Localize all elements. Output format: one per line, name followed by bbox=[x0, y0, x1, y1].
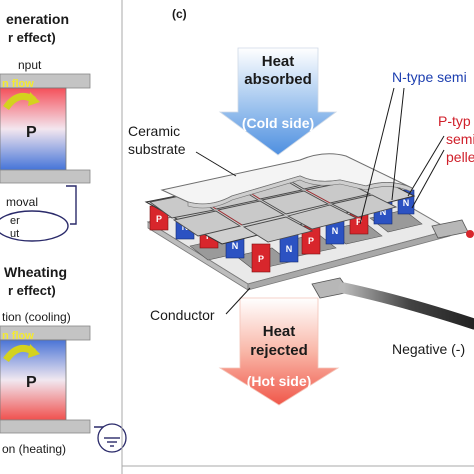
n-pellet-label: N bbox=[403, 198, 410, 208]
n-pellet-label: N bbox=[380, 207, 387, 217]
cold-side-label: (Cold side) bbox=[242, 115, 314, 131]
p-pellet bbox=[251, 243, 271, 273]
flow-label-2: n flow bbox=[2, 330, 34, 342]
heat-rejected-line2: rejected bbox=[250, 342, 308, 359]
ntype-label: N-type semi bbox=[392, 69, 467, 85]
p-pellet-label: P bbox=[258, 254, 264, 264]
flow-arrowhead-icon bbox=[28, 92, 40, 106]
p-element-label: P bbox=[26, 124, 37, 141]
n-pellet-label: N bbox=[332, 226, 339, 236]
ceramic-substrate-label-1: Ceramic bbox=[128, 123, 180, 139]
top-conductor bbox=[172, 210, 242, 237]
left-panel: eneration r effect) nput n flow P moval … bbox=[0, 11, 127, 456]
ptype-leader-2 bbox=[411, 149, 445, 209]
p-pellet-label: P bbox=[156, 214, 162, 224]
load-oval bbox=[0, 210, 69, 242]
heating-title: Wheating bbox=[4, 264, 67, 280]
flow-label: n flow bbox=[2, 78, 34, 90]
ptype-label-2: semi bbox=[446, 131, 474, 147]
bottom-plate bbox=[0, 169, 91, 184]
n-pellet-label: N bbox=[286, 244, 293, 254]
load-text-2: ut bbox=[10, 228, 19, 240]
ceramic-substrate-label-2: substrate bbox=[128, 141, 186, 157]
flow-arrowhead-icon-2 bbox=[28, 344, 40, 358]
ptype-leader-1 bbox=[407, 135, 445, 197]
conductor-leader bbox=[225, 287, 251, 315]
panel-letter: (c) bbox=[172, 7, 187, 21]
heat-absorbed-line1: Heat bbox=[262, 53, 295, 70]
top-conductor bbox=[286, 204, 358, 230]
p-pellet-label: P bbox=[308, 236, 314, 246]
heat-absorbed-line2: absorbed bbox=[244, 71, 312, 88]
load-text-1: er bbox=[10, 215, 20, 227]
bottom-plate-2 bbox=[0, 419, 91, 434]
generation-subtitle: r effect) bbox=[8, 30, 56, 45]
heating-subtitle: r effect) bbox=[8, 283, 56, 298]
p-element-label-2: P bbox=[26, 374, 37, 391]
top-conductor bbox=[260, 190, 330, 215]
n-pellet-label: N bbox=[232, 241, 239, 251]
input-label: nput bbox=[18, 58, 42, 72]
hot-side-arrow bbox=[218, 297, 340, 406]
heat-rejected-line1: Heat bbox=[263, 323, 296, 340]
ceramic-leader bbox=[195, 151, 237, 177]
right-panel: (c) Heat absorbed (Cold side) Heat rejec… bbox=[128, 7, 474, 406]
top-conductor bbox=[242, 216, 314, 243]
negative-wire bbox=[338, 282, 474, 330]
cold-side-arrow bbox=[218, 47, 338, 156]
conductor-label: Conductor bbox=[150, 307, 215, 323]
removal-label: moval bbox=[6, 195, 38, 209]
ptype-label-3: pellet bbox=[446, 149, 474, 165]
hot-side-label: (Hot side) bbox=[247, 373, 312, 389]
p-pellet-label: P bbox=[356, 217, 362, 227]
generation-title: eneration bbox=[6, 11, 69, 27]
ntype-leader-2 bbox=[391, 87, 405, 201]
load-wire bbox=[66, 185, 77, 225]
heating-label: on (heating) bbox=[2, 442, 66, 456]
negative-label: Negative (-) bbox=[392, 341, 465, 357]
cooling-label: tion (cooling) bbox=[2, 310, 71, 324]
ptype-label-1: P-typ bbox=[438, 113, 471, 129]
ntype-leader-1 bbox=[359, 87, 395, 225]
positive-wire-end bbox=[466, 230, 474, 238]
